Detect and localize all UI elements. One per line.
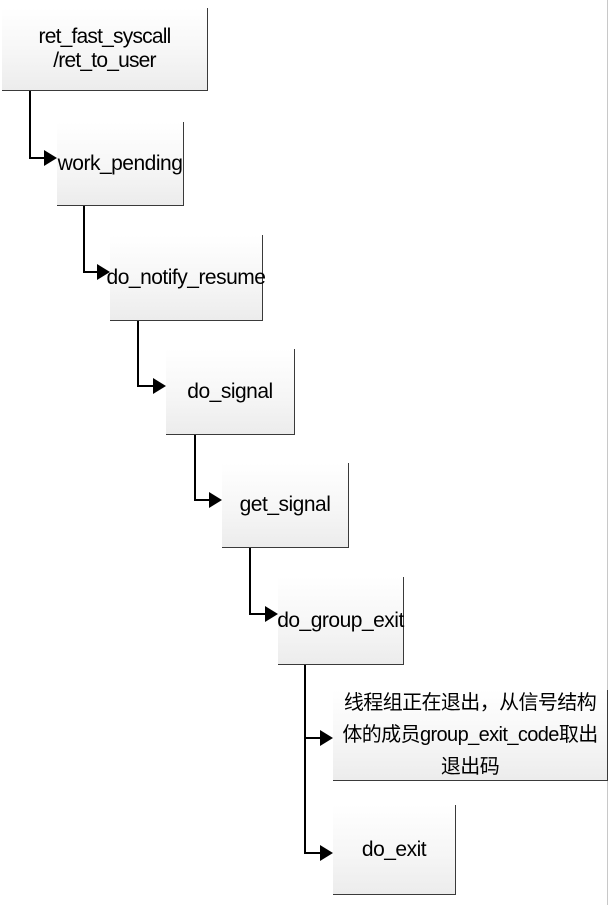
arrowhead-get_signal (209, 492, 222, 508)
node-label: work_pending (57, 151, 183, 175)
node-do-notify-resume: do_notify_resume (106, 235, 266, 321)
arrowhead-do_exit (320, 845, 333, 861)
node-do-group-exit: do_group_exit (277, 577, 404, 665)
edge-do_group_exit-do_exit (304, 665, 322, 854)
node-label: do_exit (361, 837, 427, 861)
arrowhead-do_notify_resume (97, 264, 110, 280)
node-label: do_group_exit (277, 608, 404, 632)
arrowhead-do_signal (153, 378, 166, 394)
edge-get_signal-do_group_exit (249, 548, 267, 615)
node-do-exit: do_exit (333, 805, 456, 895)
node-do-signal: do_signal (166, 349, 295, 435)
connectors (29, 91, 322, 854)
arrowhead-group_exit_note (320, 730, 333, 746)
edge-do_signal-get_signal (194, 435, 211, 501)
node-ret-fast-syscall: ret_fast_syscall /ret_to_user (2, 8, 208, 91)
arrowheads (44, 150, 333, 861)
node-label: do_signal (187, 379, 273, 403)
edge-do_notify_resume-do_signal (137, 321, 155, 387)
edge-ret_fast_syscall-work_pending (29, 91, 46, 159)
arrowhead-work_pending (44, 150, 57, 166)
node-work-pending: work_pending (57, 122, 184, 206)
node-label: get_signal (239, 493, 331, 516)
edge-work_pending-do_notify_resume (83, 206, 99, 273)
edge-do_group_exit-group_exit_note (304, 665, 322, 739)
node-label: 线程组正在退出，从信号结构体的成员group_exit_code取出退出码 (342, 692, 598, 778)
node-get-signal: get_signal (222, 463, 349, 548)
arrowhead-do_group_exit (265, 606, 278, 622)
node-group-exit-note: 线程组正在退出，从信号结构体的成员group_exit_code取出退出码 (333, 690, 608, 781)
node-label: do_notify_resume (106, 265, 266, 289)
page-edge-line (607, 0, 608, 905)
node-label: ret_fast_syscall /ret_to_user (38, 25, 172, 72)
